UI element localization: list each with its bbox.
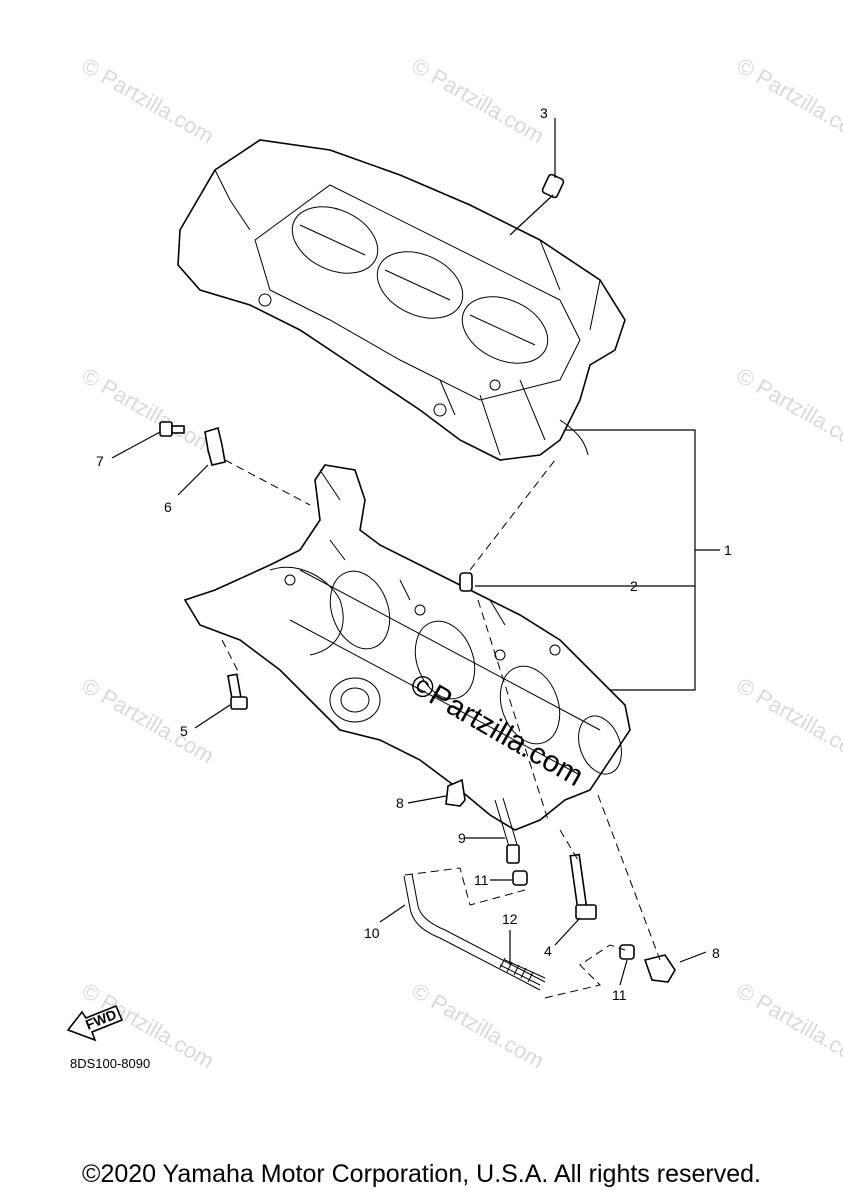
watermark: © Partzilla.com xyxy=(733,53,843,149)
fwd-arrow: FWD xyxy=(66,1004,124,1042)
watermark: © Partzilla.com xyxy=(408,53,549,149)
upper-crankcase xyxy=(177,139,626,461)
copyright-notice: ©2020 Yamaha Motor Corporation, U.S.A. A… xyxy=(82,1160,761,1188)
callout-labels: 1 2 3 4 5 6 7 8 8 9 10 11 11 12 xyxy=(96,105,732,1003)
lower-crankcase xyxy=(183,464,631,831)
callout-9: 9 xyxy=(458,830,466,846)
watermark: © Partzilla.com xyxy=(408,978,549,1074)
callout-3: 3 xyxy=(540,105,548,121)
callout-2: 2 xyxy=(630,578,638,594)
watermark: © Partzilla.com xyxy=(733,673,843,769)
callout-8-upper: 8 xyxy=(396,795,404,811)
leader-lines xyxy=(111,118,720,999)
watermark: © Partzilla.com xyxy=(78,673,219,769)
callout-8-lower: 8 xyxy=(712,945,720,961)
callout-12: 12 xyxy=(502,911,518,927)
diagram-part-code: 8DS100-8090 xyxy=(70,1056,150,1071)
callout-7: 7 xyxy=(96,453,104,469)
watermark: © Partzilla.com xyxy=(733,363,843,459)
callout-11-lower: 11 xyxy=(612,987,627,1003)
callout-1: 1 xyxy=(724,542,732,558)
callout-11-upper: 11 xyxy=(474,872,489,888)
callout-10: 10 xyxy=(364,925,380,941)
callout-6: 6 xyxy=(164,499,172,515)
watermark: © Partzilla.com xyxy=(733,978,843,1074)
callout-5: 5 xyxy=(180,723,188,739)
watermark: © Partzilla.com xyxy=(78,363,219,459)
watermark: © Partzilla.com xyxy=(78,53,219,149)
callout-4: 4 xyxy=(544,943,552,959)
